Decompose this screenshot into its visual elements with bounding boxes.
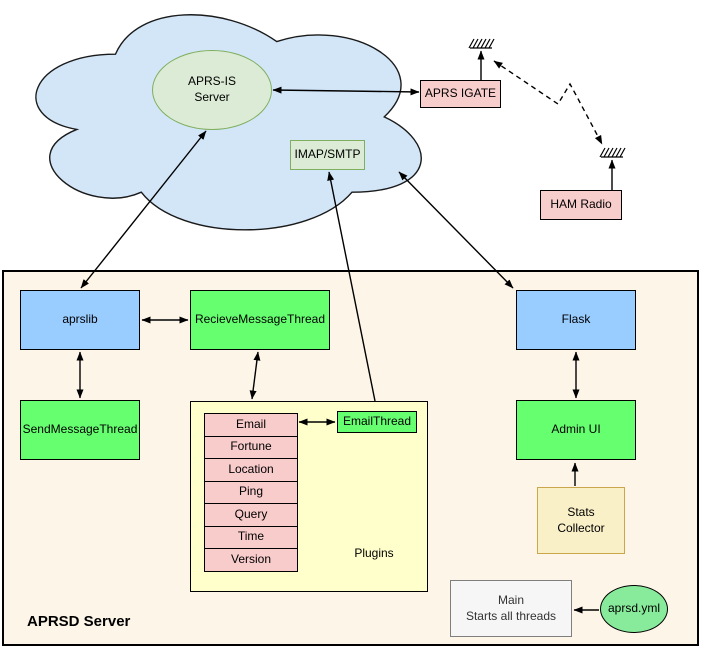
main-label-line2: Starts all threads — [465, 608, 557, 623]
node-plugins-box: Email Fortune Location Ping Query Time V… — [190, 401, 428, 592]
aprs-igate-label: APRS IGATE — [424, 86, 497, 101]
aprslib-label: aprslib — [62, 312, 98, 327]
plugin-item-ping: Ping — [204, 480, 298, 504]
node-stats-collector: Stats Collector — [537, 487, 625, 554]
node-recieve-message-thread: RecieveMessageThread — [190, 290, 330, 350]
node-aprslib: aprslib — [20, 290, 140, 350]
plugin-item-location: Location — [204, 458, 298, 482]
flask-label: Flask — [561, 312, 591, 327]
plugins-box-label: Plugins — [354, 546, 394, 560]
ham-radio-label: HAM Radio — [550, 197, 612, 212]
stats-collector-label-line2: Collector — [557, 520, 605, 535]
main-label-line1: Main — [497, 592, 524, 607]
node-flask: Flask — [516, 290, 636, 350]
node-aprs-igate: APRS IGATE — [420, 80, 501, 108]
stats-collector-label-line1: Stats — [567, 504, 595, 519]
aprs-is-server-label-line1: APRS-IS — [187, 74, 236, 89]
aprsd-yml-label: aprsd.yml — [607, 601, 660, 616]
node-admin-ui: Admin UI — [516, 400, 636, 460]
node-email-thread: EmailThread — [337, 411, 417, 433]
node-ham-radio: HAM Radio — [540, 190, 622, 220]
node-imap-smtp: IMAP/SMTP — [290, 140, 365, 170]
aprs-is-server-label-line2: Server — [194, 90, 230, 104]
admin-ui-label: Admin UI — [551, 422, 601, 437]
aprsd-server-title: APRSD Server — [27, 613, 131, 630]
node-aprsd-yml: aprsd.yml — [600, 585, 668, 633]
recieve-message-thread-label: RecieveMessageThread — [194, 312, 326, 327]
send-message-thread-label: SendMessageThread — [22, 422, 138, 437]
node-send-message-thread: SendMessageThread — [20, 400, 140, 460]
imap-smtp-label: IMAP/SMTP — [294, 147, 361, 162]
email-thread-label: EmailThread — [342, 414, 412, 429]
plugin-item-query: Query — [204, 503, 298, 527]
plugin-item-fortune: Fortune — [204, 435, 298, 459]
plugin-item-version: Version — [204, 548, 298, 572]
node-main: Main Starts all threads — [450, 580, 572, 637]
plugin-item-email: Email — [204, 413, 298, 437]
plugin-item-time: Time — [204, 525, 298, 549]
node-aprs-is-server: APRS-IS Server — [152, 50, 272, 130]
plugin-list: Email Fortune Location Ping Query Time V… — [204, 413, 298, 572]
